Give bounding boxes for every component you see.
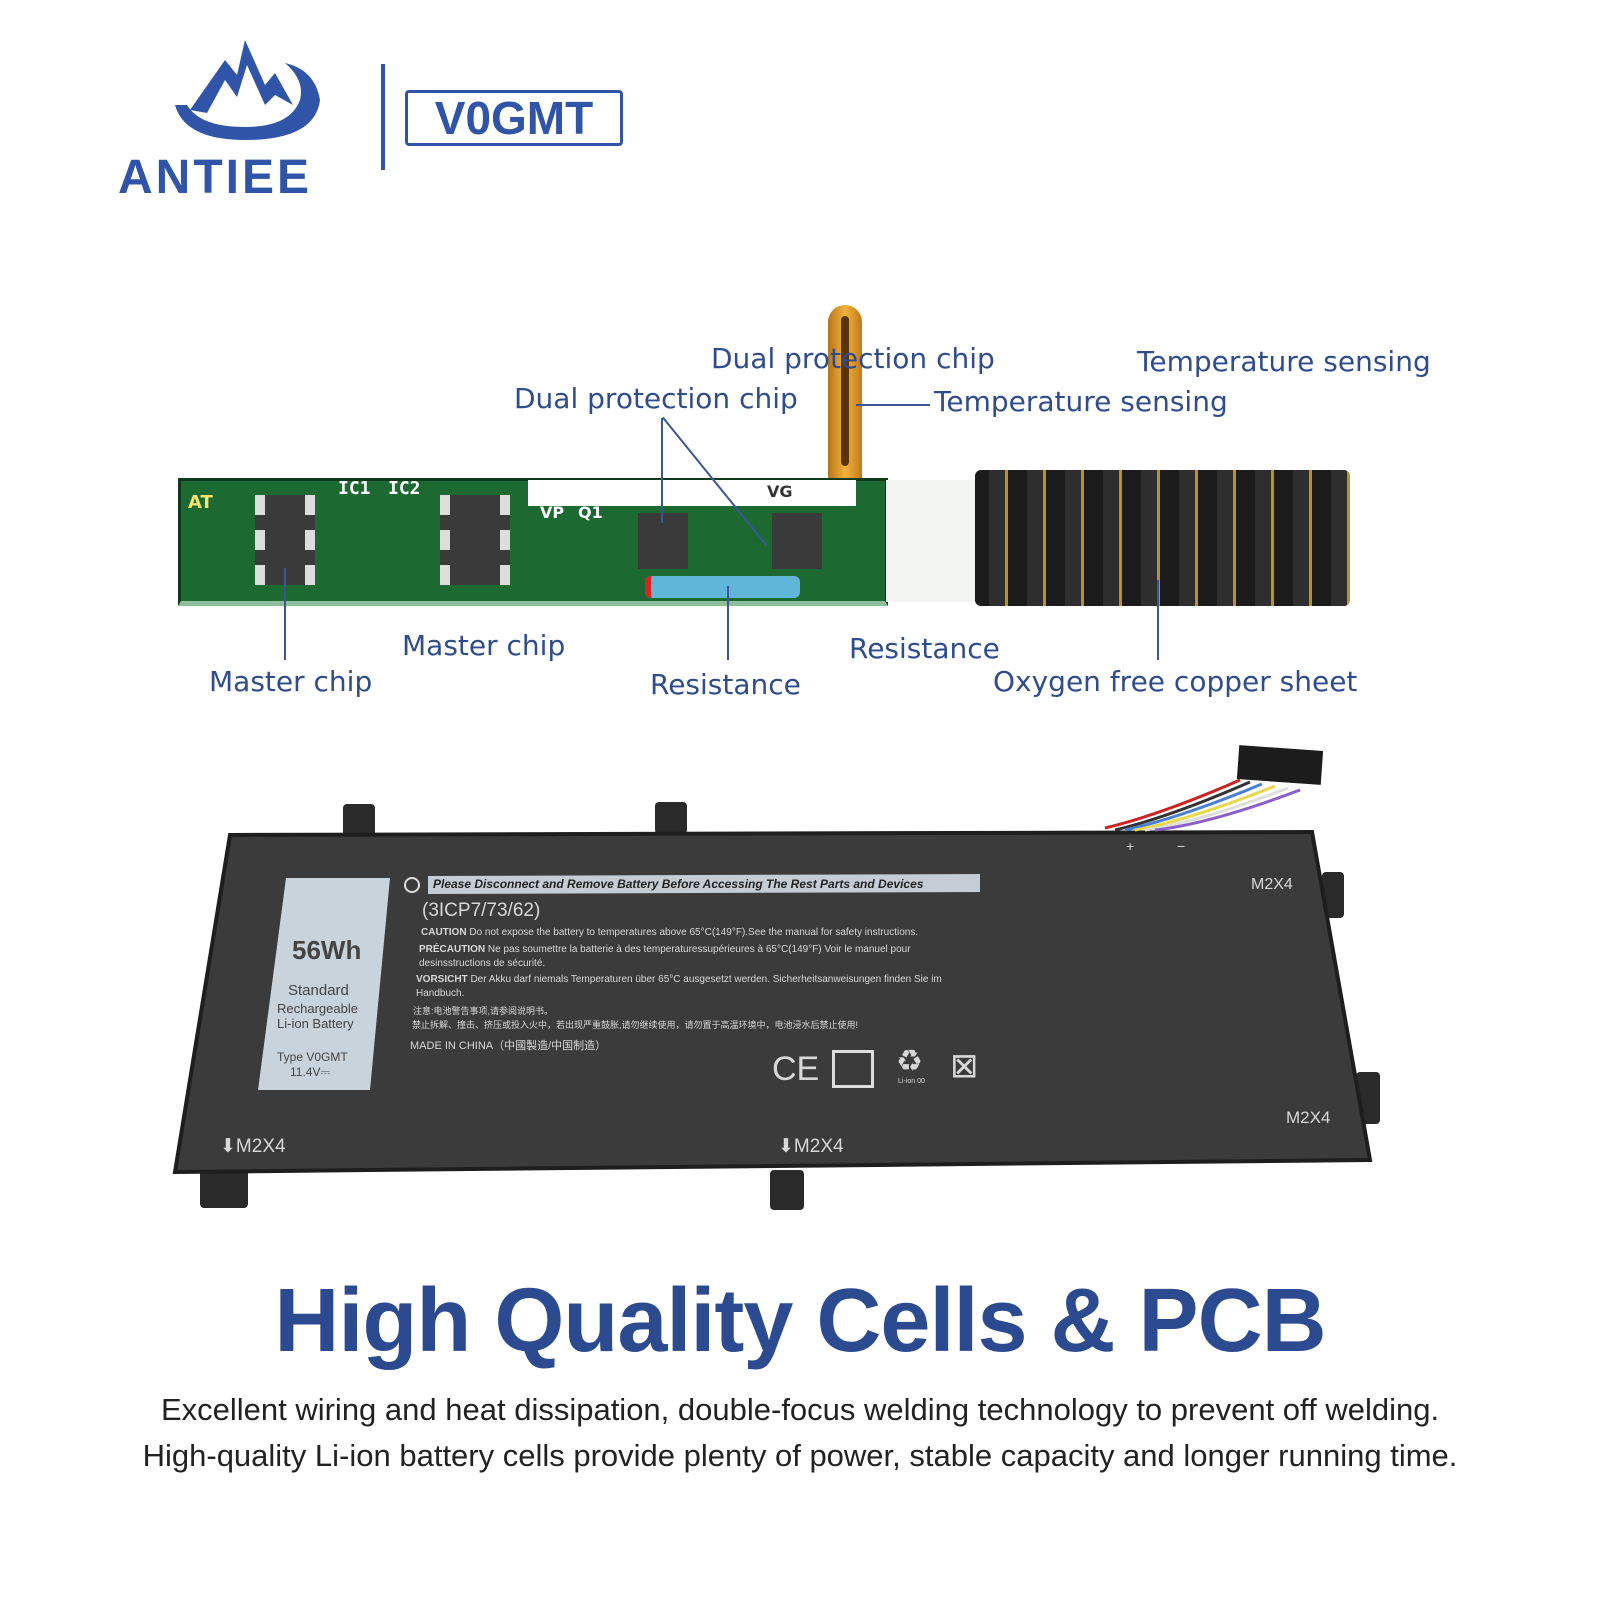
screw-label-bottom-left: ⬇M2X4 <box>220 1136 286 1157</box>
label-dual-protection-chip-ghost: Dual protection chip <box>711 342 995 375</box>
battery-cn-warning-2: 禁止拆解、撞击、挤压或投入火中，若出现严重鼓胀,请勿继续使用，请勿置于高温环境中… <box>412 1020 859 1030</box>
screw-label-bottom-center: ⬇M2X4 <box>778 1136 844 1157</box>
battery-warning: Please Disconnect and Remove Battery Bef… <box>433 877 924 891</box>
battery-precaution: PRÉCAUTION Ne pas soumettre la batterie … <box>419 943 969 971</box>
protection-chip <box>638 513 688 569</box>
terminal-plus: + <box>1126 838 1135 854</box>
silkscreen-vg: VG <box>767 482 793 501</box>
battery-vorsicht: VORSICHT Der Akku darf niemals Temperatu… <box>416 973 976 1001</box>
recycle-liion-label: Li-ion 00 <box>898 1078 925 1085</box>
label-temperature-sensing: Temperature sensing <box>934 385 1228 418</box>
battery-type-line2: Rechargeable <box>277 1001 358 1016</box>
protection-chip <box>772 513 822 569</box>
precaution-title: PRÉCAUTION <box>419 944 486 955</box>
silkscreen-vp: VP <box>540 503 565 522</box>
battery-pack <box>172 745 1380 1210</box>
battery-caution: CAUTION Do not expose the battery to tem… <box>421 927 918 938</box>
caution-title: CAUTION <box>421 927 467 938</box>
battery-capacity: 56Wh <box>292 935 362 965</box>
label-master-chip: Master chip <box>209 665 373 698</box>
mountain-logo-icon <box>175 40 320 140</box>
brand-name: ANTIEE <box>118 151 313 204</box>
logo-divider <box>381 64 385 170</box>
battery-model-type: Type V0GMT <box>277 1050 348 1064</box>
model-badge: V0GMT <box>405 90 623 146</box>
battery-type-line3: Li-ion Battery <box>277 1016 354 1031</box>
screw-label-text: M2X4 <box>235 1136 286 1157</box>
silkscreen-at: AT <box>188 492 213 513</box>
label-temperature-sensing-ghost: Temperature sensing <box>1137 345 1431 378</box>
label-oxygen-free-copper-sheet: Oxygen free copper sheet <box>993 665 1358 698</box>
screw-label-text: M2X4 <box>793 1136 844 1157</box>
label-resistance-ghost: Resistance <box>849 632 1000 665</box>
description-line-1: Excellent wiring and heat dissipation, d… <box>160 1392 1440 1427</box>
vorsicht-title: VORSICHT <box>416 974 468 985</box>
resistor <box>645 576 800 598</box>
vorsicht-text: Der Akku darf niemals Temperaturen über … <box>416 974 942 999</box>
battery-cn-warning-1: 注意:电池警告事项,请参阅说明书。 <box>413 1006 554 1016</box>
crossed-bin-icon: ⊠ <box>950 1047 979 1085</box>
recycle-icon: ♻ <box>896 1045 923 1078</box>
battery-voltage: 11.4V⎓ <box>290 1065 331 1079</box>
label-resistance: Resistance <box>650 668 801 701</box>
weee-icon <box>832 1050 874 1088</box>
silkscreen-q1: Q1 <box>578 503 603 522</box>
ic-chip <box>440 495 510 585</box>
headline: High Quality Cells & PCB <box>274 1271 1326 1371</box>
battery-made-in: MADE IN CHINA（中國製造/中国制造） <box>410 1040 607 1052</box>
battery-connector <box>975 470 1350 606</box>
silkscreen-ic1: IC1 <box>338 478 371 499</box>
silkscreen-ic2: IC2 <box>388 478 421 499</box>
terminal-minus: − <box>1177 838 1186 854</box>
label-dual-protection-chip: Dual protection chip <box>514 382 798 415</box>
screw-label-top-right: M2X4 <box>1251 876 1293 893</box>
battery-cells: (3ICP7/73/62) <box>422 900 541 921</box>
ce-mark-icon: CE <box>772 1050 820 1088</box>
description-line-2: High-quality Li-ion battery cells provid… <box>142 1438 1458 1473</box>
mounting-tabs <box>200 802 1380 1210</box>
caution-text: Do not expose the battery to temperature… <box>469 927 919 938</box>
screw-label-bottom-right: M2X4 <box>1286 1108 1331 1127</box>
battery-type-line1: Standard <box>288 982 349 999</box>
battery-cable-connector <box>1236 745 1324 785</box>
label-master-chip-ghost: Master chip <box>402 629 566 662</box>
battery-body <box>172 829 1373 1175</box>
precaution-text: Ne pas soumettre la batterie à des tempe… <box>419 944 911 969</box>
